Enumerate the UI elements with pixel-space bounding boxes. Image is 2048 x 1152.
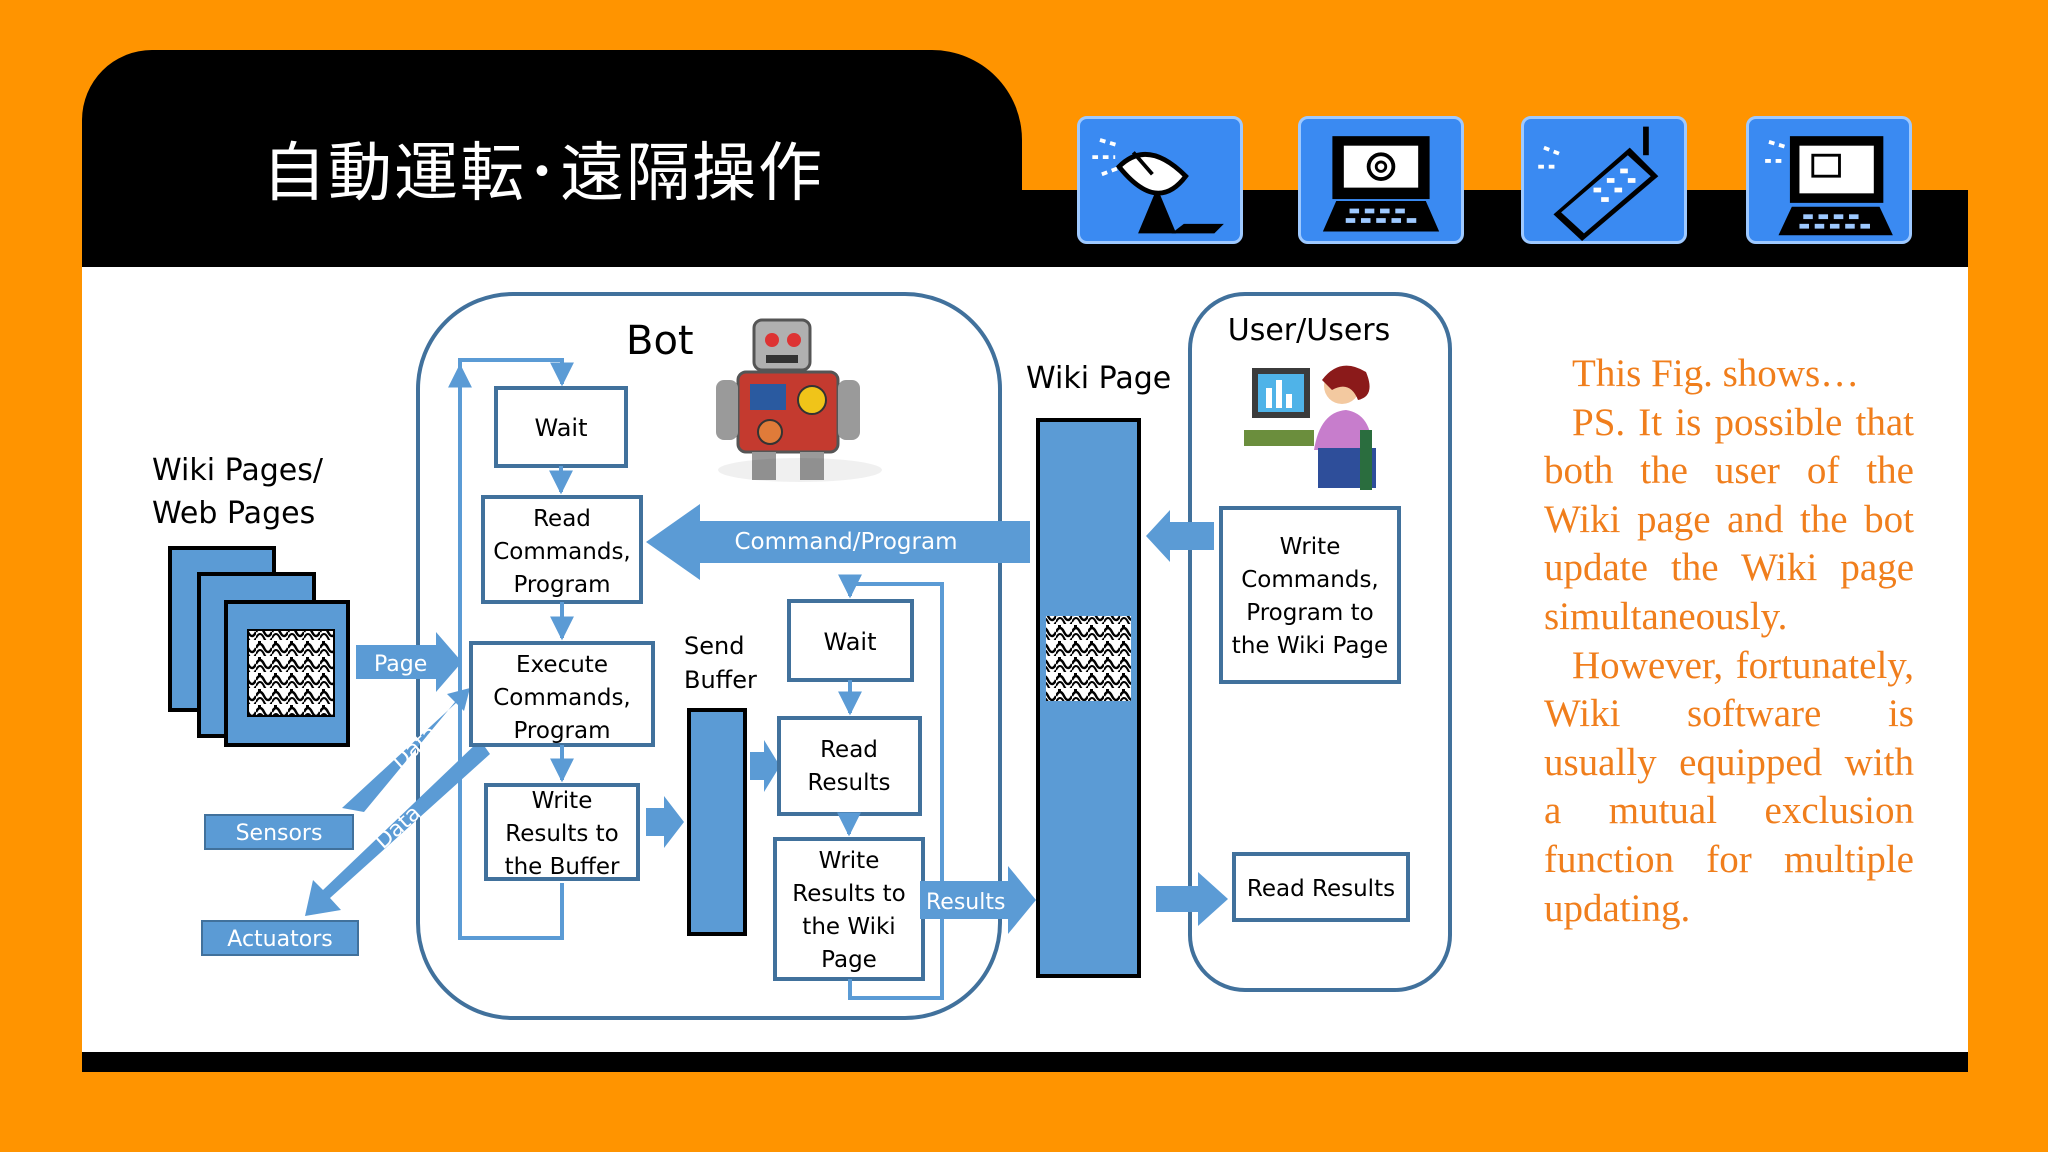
to-buffer-arrow — [646, 796, 684, 848]
send-buffer-bar — [687, 708, 747, 936]
bot-loop2-arrow — [838, 574, 944, 1000]
read-commands-line1: Read — [533, 506, 591, 532]
wiki-page-stack-icon — [168, 546, 350, 747]
data-up-label: Data — [387, 721, 443, 775]
write-commands-line2: Commands, — [1241, 567, 1379, 593]
explanation-note: This Fig. shows… PS. It is possible that… — [1544, 350, 1914, 933]
write-buffer-line2: Results to — [505, 821, 618, 847]
bot-title: Bot — [626, 318, 694, 364]
write-commands-box — [1219, 506, 1401, 684]
header-tab — [82, 50, 1022, 290]
slide-title: 自動運転･遠隔操作 — [262, 137, 824, 211]
command-program-label: Command/Program — [734, 529, 957, 555]
users-read-results-box — [1232, 852, 1410, 922]
wait-label: Wait — [535, 414, 588, 442]
read-commands-line2: Commands, — [493, 539, 631, 565]
sensors-box — [204, 814, 354, 850]
users-title: User/Users — [1228, 313, 1391, 348]
email-terminal-icon — [1298, 116, 1464, 244]
execute-commands-line1: Execute — [516, 652, 608, 678]
from-wiki-arrow — [1156, 872, 1228, 926]
from-buffer-arrow — [750, 740, 780, 792]
read-commands-line3: Program — [513, 572, 610, 598]
user-at-computer-icon — [1244, 365, 1376, 490]
write-wiki-box — [773, 837, 925, 981]
note-p2: PS. It is possible that both the user of… — [1544, 400, 1914, 638]
sensors-label: Sensors — [236, 821, 323, 846]
actuators-box — [201, 920, 359, 956]
write-wiki-line4: Page — [821, 947, 877, 973]
execute-commands-box — [469, 641, 655, 747]
write-wiki-line2: Results to — [792, 881, 905, 907]
mobile-phone-icon — [1521, 116, 1687, 244]
users-read-results-label: Read Results — [1247, 876, 1395, 902]
execute-commands-line2: Commands, — [493, 685, 631, 711]
read-results-line2: Results — [807, 770, 890, 796]
page-arrow-label: Page — [374, 652, 427, 677]
write-buffer-line1: Write — [532, 788, 593, 814]
users-container — [1188, 292, 1452, 992]
send-buffer-line1: Send — [684, 632, 744, 660]
wiki-page-label: Wiki Page — [1026, 361, 1171, 396]
actuators-label: Actuators — [227, 927, 332, 952]
computer-screen-icon — [1746, 116, 1912, 244]
bot-loop-arrow — [458, 358, 574, 940]
results-arrow-label: Results — [926, 890, 1005, 915]
write-commands-line1: Write — [1280, 534, 1341, 560]
data-up-arrow — [342, 688, 470, 812]
data-down-arrow — [305, 740, 490, 916]
satellite-dish-icon — [1077, 116, 1243, 244]
page-arrow — [356, 632, 462, 692]
write-commands-line4: the Wiki Page — [1232, 633, 1388, 659]
command-program-arrow — [646, 504, 1030, 580]
send-buffer-line2: Buffer — [684, 666, 757, 694]
robot-icon — [716, 318, 882, 482]
read-results-box — [777, 716, 922, 816]
write-wiki-line3: the Wiki — [802, 914, 895, 940]
write-commands-line3: Program to — [1246, 600, 1373, 626]
wiki-qr-icon — [1046, 616, 1131, 701]
note-p3: However, fortunately, Wiki software is u… — [1544, 643, 1914, 930]
web-pages-label: Web Pages — [152, 496, 315, 531]
to-wiki-arrow — [1146, 510, 1214, 562]
write-buffer-line3: the Buffer — [505, 854, 620, 880]
write-buffer-box — [484, 783, 640, 881]
wiki-pages-label: Wiki Pages/ — [152, 453, 324, 488]
read-results-line1: Read — [820, 737, 878, 763]
wait2-label: Wait — [824, 628, 877, 656]
write-wiki-line1: Write — [819, 848, 880, 874]
results-arrow — [920, 866, 1036, 934]
execute-commands-line3: Program — [513, 718, 610, 744]
note-p1: This Fig. shows… — [1572, 352, 1860, 395]
